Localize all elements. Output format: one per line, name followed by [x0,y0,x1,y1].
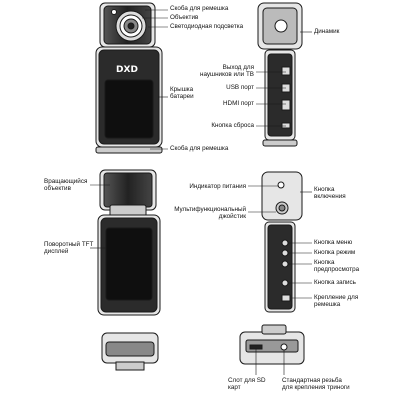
label-led-light: Светодиодная подсветка [170,23,244,30]
label-strap-mount-top: Скоба для ремешка [170,5,229,12]
label-preview-button: Кнопка предпросмотра [314,259,360,274]
camera-rotated-view [97,169,161,316]
label-usb-port: USB порт [226,84,254,91]
label-tripod-thread: Стандартная резьба для крепления триноги [282,377,350,392]
label-record-button: Кнопка запись [314,279,356,286]
label-rotating-lens: Вращающийся объектив [44,178,88,193]
label-rotating-display: Поворотный TFT дисплей [44,241,94,256]
camera-bottom-detail-view [239,324,305,365]
leader-lines [90,9,312,375]
label-sd-slot: Слот для SD карт [228,377,266,392]
label-mode-button: Кнопка режим [314,249,356,256]
label-battery-cover: Крышка батареи [170,86,194,101]
label-menu-button: Кнопка меню [314,239,353,246]
label-hdmi-port: HDMI порт [223,100,254,107]
camera-bottom-view [101,332,159,371]
logo: DXD [116,65,138,75]
label-multi-joystick: Мультифункциональный джойстик [174,206,246,221]
label-headphone-tv-out: Выход для наушников или ТВ [199,64,254,79]
label-strap-mount-bottom: Скоба для ремешка [170,145,229,152]
label-strap-mount-side: Крепление для ремешка [314,294,359,309]
label-power-indicator: Индикатор питания [189,183,246,190]
camera-front-view [95,2,163,154]
camera-side-view [257,2,303,147]
label-lens: Объектив [170,14,199,21]
label-speaker: Динамик [314,28,340,35]
label-reset-button: Кнопка сброса [211,122,254,129]
label-power-button: Кнопка включения [314,186,346,201]
camera-control-side-view [261,171,303,313]
